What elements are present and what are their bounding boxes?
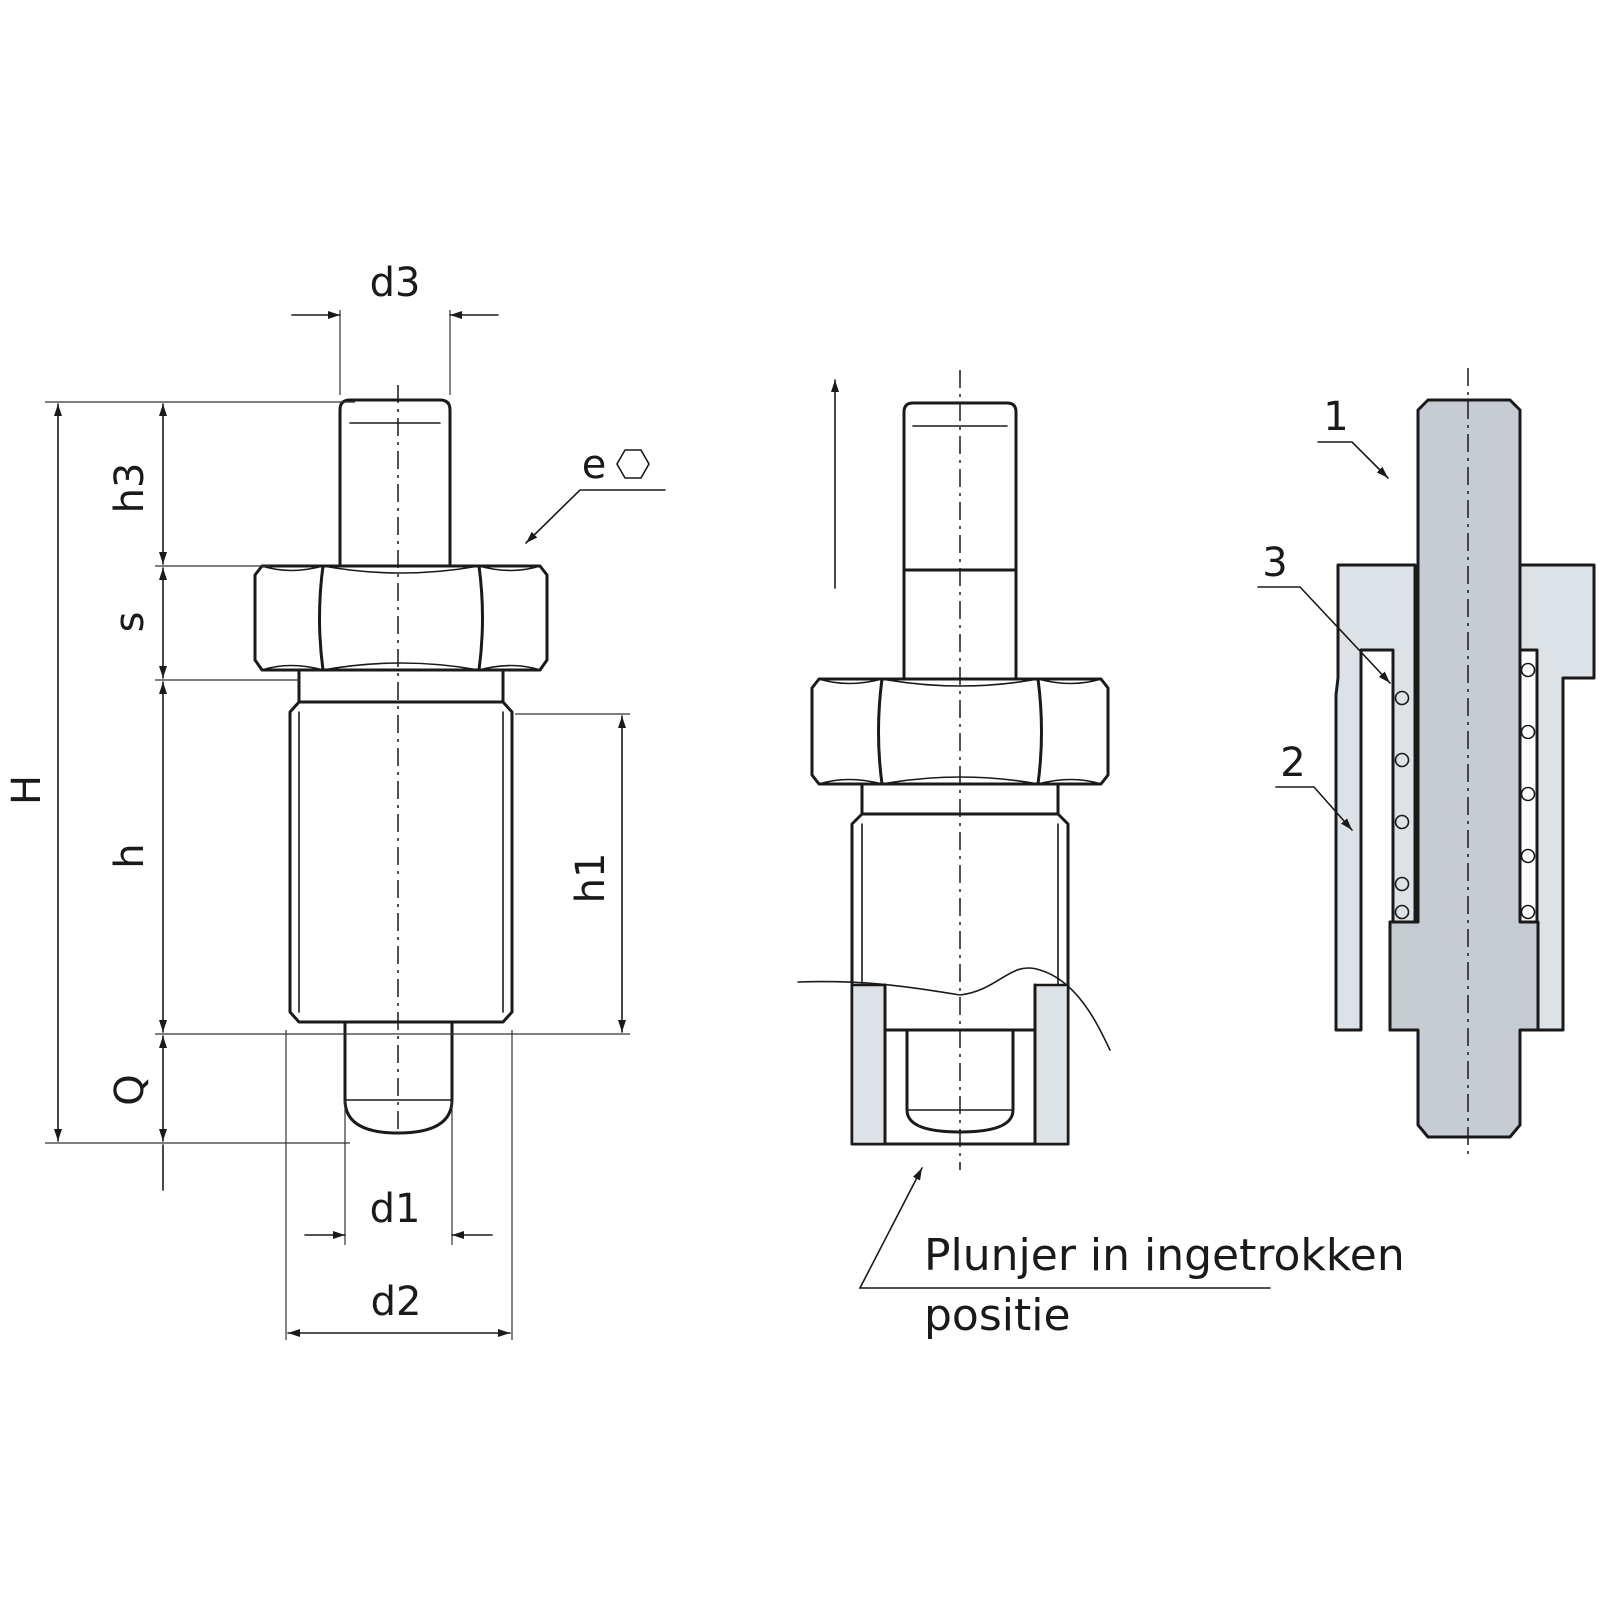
break-line — [797, 967, 1111, 1051]
label-d3: d3 — [370, 260, 421, 306]
section-wall-left — [850, 983, 887, 1146]
leader-part-3 — [1257, 586, 1391, 684]
bottom-pin-retracted — [905, 1028, 1015, 1134]
front-view — [253, 385, 549, 1135]
label-d1: d1 — [370, 1186, 421, 1232]
callout-leader — [858, 1167, 1271, 1289]
extension-lines — [45, 310, 630, 1340]
label-part-1: 1 — [1323, 394, 1348, 440]
hex-nut-middle — [810, 677, 1110, 786]
label-s: s — [107, 612, 153, 633]
label-Q: Q — [107, 1074, 153, 1105]
callout-line-1: Plunjer in ingetrokken — [924, 1230, 1405, 1281]
label-e: e — [582, 442, 607, 488]
section-view: 1 3 2 — [1257, 368, 1596, 1160]
thread-neck — [297, 668, 505, 704]
label-h: h — [107, 843, 153, 868]
label-h1: h1 — [568, 853, 614, 904]
top-pin — [338, 398, 452, 567]
hex-nut — [253, 564, 549, 672]
label-d2: d2 — [371, 1279, 422, 1325]
retracted-view: Plunjer in ingetrokken positie — [797, 370, 1405, 1341]
thread-neck-middle — [860, 782, 1060, 816]
hexagon-icon — [616, 449, 650, 479]
top-pin-extended — [902, 401, 1018, 680]
label-h3: h3 — [107, 463, 153, 514]
plunger-section — [1388, 398, 1540, 1139]
label-H: H — [4, 775, 50, 805]
threaded-body — [288, 700, 514, 1024]
leader-part-2 — [1275, 786, 1353, 831]
leader-part-1 — [1317, 441, 1389, 479]
e-leader — [525, 489, 666, 544]
dimension-labels: d3 H h3 s h Q h1 d1 d2 e — [4, 260, 650, 1325]
dimension-lines — [54, 311, 666, 1337]
callout-line-2: positie — [924, 1290, 1071, 1341]
bottom-pin — [343, 1020, 454, 1135]
spring-section — [1394, 662, 1536, 920]
label-part-2: 2 — [1280, 740, 1305, 786]
section-wall-right — [1033, 983, 1070, 1146]
label-part-3: 3 — [1262, 540, 1287, 586]
